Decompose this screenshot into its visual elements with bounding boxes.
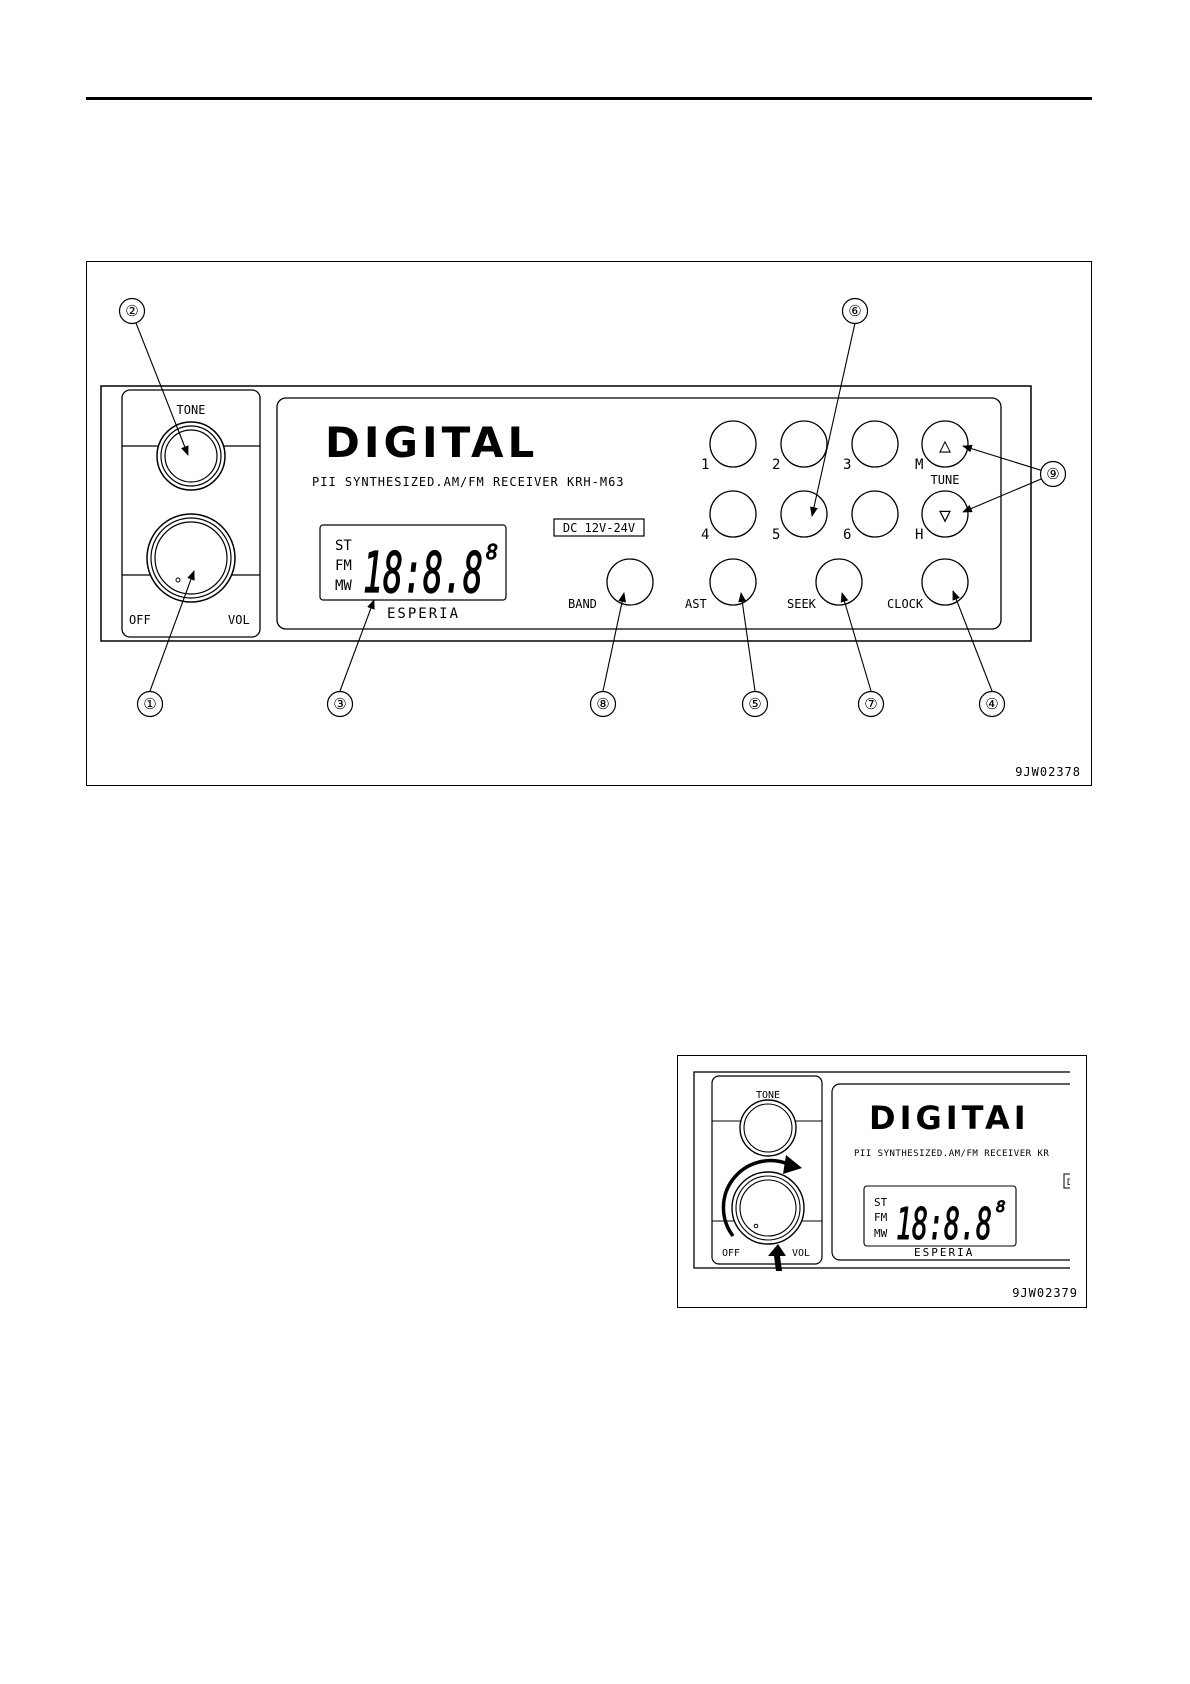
preset-button-1[interactable] bbox=[710, 421, 756, 467]
clock-label: CLOCK bbox=[887, 597, 924, 611]
lcd-digits-2: 18:8.8 bbox=[896, 1199, 992, 1250]
svg-text:①: ① bbox=[143, 695, 156, 713]
svg-text:⑦: ⑦ bbox=[864, 695, 877, 713]
svg-text:④: ④ bbox=[985, 695, 998, 713]
tone-label: TONE bbox=[177, 403, 206, 417]
radio-panel-figure: TONE OFF VOL DIGITAL PII SYNTHESIZED.AM/… bbox=[86, 261, 1092, 786]
figure-code-2: 9JW02379 bbox=[1012, 1286, 1078, 1300]
preset-label-5: 5 bbox=[772, 527, 780, 543]
preset-button-5[interactable] bbox=[781, 491, 827, 537]
seek-button[interactable] bbox=[816, 559, 862, 605]
tune-label: TUNE bbox=[931, 473, 960, 487]
model-line: PII SYNTHESIZED.AM/FM RECEIVER KRH-M63 bbox=[312, 475, 625, 489]
off-label-2: OFF bbox=[722, 1248, 740, 1259]
ast-label: AST bbox=[685, 597, 707, 611]
svg-text:②: ② bbox=[125, 302, 138, 320]
band-label: BAND bbox=[568, 597, 597, 611]
h-label: H bbox=[915, 527, 923, 543]
off-label: OFF bbox=[129, 613, 151, 627]
svg-text:8: 8 bbox=[996, 1197, 1006, 1216]
push-arrow-icon bbox=[768, 1244, 786, 1271]
lcd-mw: MW bbox=[335, 578, 352, 594]
tone-knob-2[interactable] bbox=[740, 1100, 796, 1156]
svg-text:⑨: ⑨ bbox=[1046, 465, 1059, 483]
svg-text:MW: MW bbox=[874, 1227, 888, 1240]
tone-knob[interactable] bbox=[157, 422, 225, 490]
volume-knob[interactable] bbox=[147, 514, 235, 602]
preset-label-6: 6 bbox=[843, 527, 851, 543]
svg-text:FM: FM bbox=[874, 1211, 888, 1224]
svg-text:ST: ST bbox=[874, 1196, 888, 1209]
voltage-label-2: DC bbox=[1067, 1178, 1078, 1188]
preset-button-3[interactable] bbox=[852, 421, 898, 467]
lcd-st: ST bbox=[335, 538, 352, 554]
brand-logo-2: DIGITAI bbox=[869, 1099, 1030, 1137]
svg-text:③: ③ bbox=[333, 695, 346, 713]
tune-down-icon: ▽ bbox=[939, 503, 951, 527]
preset-label-4: 4 bbox=[701, 527, 709, 543]
preset-button-4[interactable] bbox=[710, 491, 756, 537]
svg-text:⑤: ⑤ bbox=[748, 695, 761, 713]
svg-text:⑧: ⑧ bbox=[596, 695, 609, 713]
preset-button-6[interactable] bbox=[852, 491, 898, 537]
preset-button-2[interactable] bbox=[781, 421, 827, 467]
seek-label: SEEK bbox=[787, 597, 817, 611]
lcd-small-digit: 8 bbox=[486, 540, 498, 564]
lcd-digits: 18:8.8 bbox=[363, 541, 483, 606]
vol-label: VOL bbox=[228, 613, 250, 627]
preset-label-2: 2 bbox=[772, 457, 780, 473]
voltage-label: DC 12V-24V bbox=[563, 521, 635, 535]
radio-panel-drawing: TONE OFF VOL DIGITAL PII SYNTHESIZED.AM/… bbox=[87, 262, 1093, 787]
volume-knob-2[interactable] bbox=[732, 1172, 804, 1244]
m-label: M bbox=[915, 457, 923, 473]
volume-knob-drawing: TONE OFF VOL DIGITAI PII SYNTHESIZED.AM/… bbox=[678, 1056, 1088, 1309]
band-button[interactable] bbox=[607, 559, 653, 605]
volume-knob-figure: TONE OFF VOL DIGITAI PII SYNTHESIZED.AM/… bbox=[677, 1055, 1087, 1308]
vol-label-2: VOL bbox=[792, 1248, 810, 1259]
svg-text:⑥: ⑥ bbox=[848, 302, 861, 320]
model-line-2: PII SYNTHESIZED.AM/FM RECEIVER KR bbox=[854, 1149, 1049, 1159]
clock-button[interactable] bbox=[922, 559, 968, 605]
maker-logo: ESPERIA bbox=[387, 606, 460, 622]
tune-up-icon: △ bbox=[939, 433, 951, 457]
lcd-fm: FM bbox=[335, 558, 352, 574]
preset-label-3: 3 bbox=[843, 457, 851, 473]
ast-button[interactable] bbox=[710, 559, 756, 605]
figure-code: 9JW02378 bbox=[1015, 765, 1081, 779]
brand-logo: DIGITAL bbox=[325, 418, 538, 467]
preset-label-1: 1 bbox=[701, 457, 709, 473]
maker-logo-2: ESPERIA bbox=[914, 1246, 974, 1259]
header-rule bbox=[86, 97, 1092, 100]
